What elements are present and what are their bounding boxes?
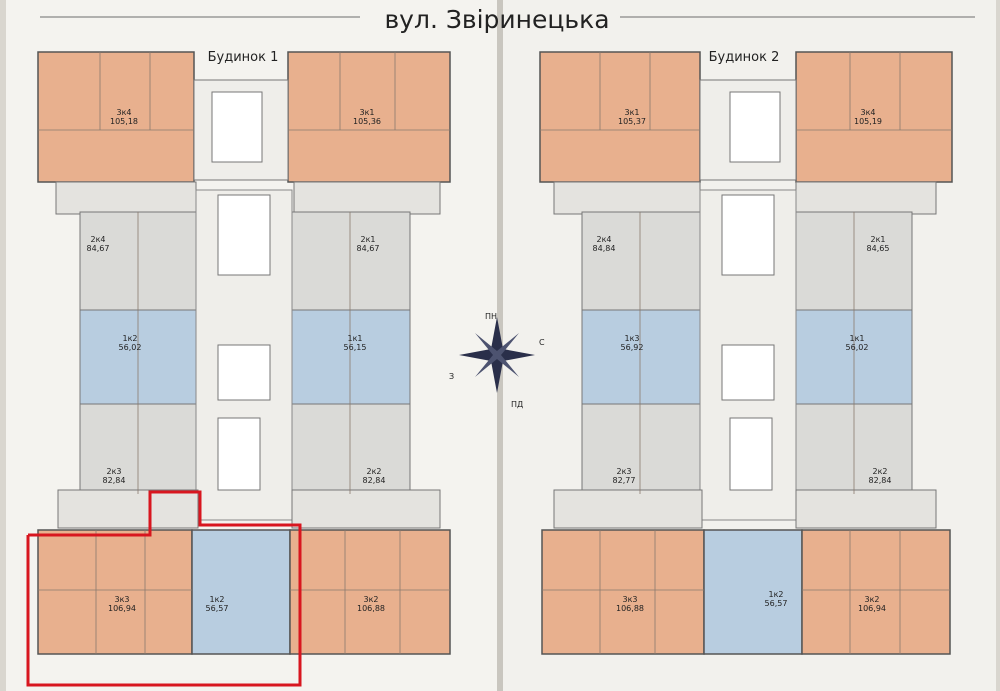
apartment-type-label: 3к2 [363,595,378,604]
apartment-area-label: 84,67 [87,244,110,253]
apartment-area-label: 56,02 [846,343,869,352]
compass-east: С [539,338,545,347]
b1-balcony-nw [55,181,197,215]
b2-s1k-block [703,529,803,655]
b1-elevators-top [217,194,271,276]
apartment-type-label: 3к2 [864,595,879,604]
apartment-area-label: 56,15 [344,343,367,352]
apartment-type-label: 3к4 [860,108,875,117]
apartment-type-label: 2к2 [872,467,887,476]
b1-s1k-block [191,529,291,655]
b1-balcony-se [291,489,441,529]
apartment-type-label: 1к2 [122,334,137,343]
b1-stair-mid [217,417,261,491]
apartment-area-label: 56,92 [621,343,644,352]
apartment-type-label: 1к1 [347,334,362,343]
compass-rose: ПН С ПД З [449,312,545,409]
compass-north: ПН [485,312,497,321]
apartment-area-label: 105,37 [618,117,646,126]
apartment-area-label: 106,94 [108,604,136,613]
b1-sw-block [37,529,193,655]
b1-elevators-mid [217,344,271,401]
apartment-type-label: 1к2 [209,595,224,604]
b1-right-gray-1 [291,211,411,311]
building-1-plan [37,51,451,655]
apartment-area-label: 82,84 [103,476,126,485]
apartment-type-label: 3к1 [624,108,639,117]
apartment-type-label: 3к1 [359,108,374,117]
apartment-type-label: 2к4 [596,235,611,244]
apartment-area-label: 82,77 [613,476,636,485]
b1-ne-block [287,51,451,183]
compass-west: З [449,372,454,381]
apartment-area-label: 84,84 [593,244,616,253]
apartment-area-label: 56,02 [119,343,142,352]
apartment-type-label: 2к2 [366,467,381,476]
b2-ne-block [795,51,953,183]
b1-right-blue [291,309,411,405]
b2-elevators-top [721,194,775,276]
highlight-outline [26,490,302,687]
apartment-area-label: 82,84 [869,476,892,485]
apartment-area-label: 82,84 [363,476,386,485]
b2-sw-block [541,529,705,655]
apartment-area-label: 84,67 [357,244,380,253]
apartment-type-label: 3к3 [114,595,129,604]
b1-north-stair [211,91,263,163]
b1-balcony-ne [293,181,441,215]
apartment-type-label: 1к3 [624,334,639,343]
b2-balcony-ne [795,181,937,215]
apartment-area-label: 84,65 [867,244,890,253]
apartment-labels: 3к4 105,18 3к1 105,36 2к4 84,67 2к1 84,6… [87,108,892,613]
b2-left-gray-2 [581,403,701,495]
building-2-title: Будинок 2 [709,50,780,65]
compass-south: ПД [511,400,523,409]
apartment-type-label: 2к1 [870,235,885,244]
b2-balcony-se [795,489,937,529]
apartment-type-label: 1к1 [849,334,864,343]
apartment-type-label: 2к1 [360,235,375,244]
apartment-area-label: 106,88 [357,604,385,613]
building-1-title: Будинок 1 [208,50,279,65]
b2-se-block [801,529,951,655]
b2-nw-block [539,51,701,183]
apartment-area-label: 56,57 [206,604,229,613]
apartment-area-label: 56,57 [765,599,788,608]
b2-elevators-mid [721,344,775,401]
apartment-area-label: 105,19 [854,117,882,126]
b2-left-gray-1 [581,211,701,311]
b2-north-stair [729,91,781,163]
apartment-type-label: 2к3 [616,467,631,476]
apartment-type-label: 2к3 [106,467,121,476]
apartment-type-label: 3к4 [116,108,131,117]
b1-balcony-sw [57,489,199,529]
apartment-area-label: 106,88 [616,604,644,613]
b2-balcony-sw [553,489,703,529]
apartment-area-label: 106,94 [858,604,886,613]
apartment-area-label: 105,36 [353,117,381,126]
partition-lines [38,52,952,654]
apartment-area-label: 105,18 [110,117,138,126]
street-name: вул. Звіринецька [384,5,609,34]
apartment-type-label: 2к4 [90,235,105,244]
b1-right-gray-2 [291,403,411,495]
b2-stair-mid [729,417,773,491]
b2-balcony-nw [553,181,701,215]
b2-left-blue [581,309,701,405]
apartment-type-label: 3к3 [622,595,637,604]
apartment-type-label: 1к2 [768,590,783,599]
building-2-plan [539,51,953,655]
b1-se-block [289,529,451,655]
